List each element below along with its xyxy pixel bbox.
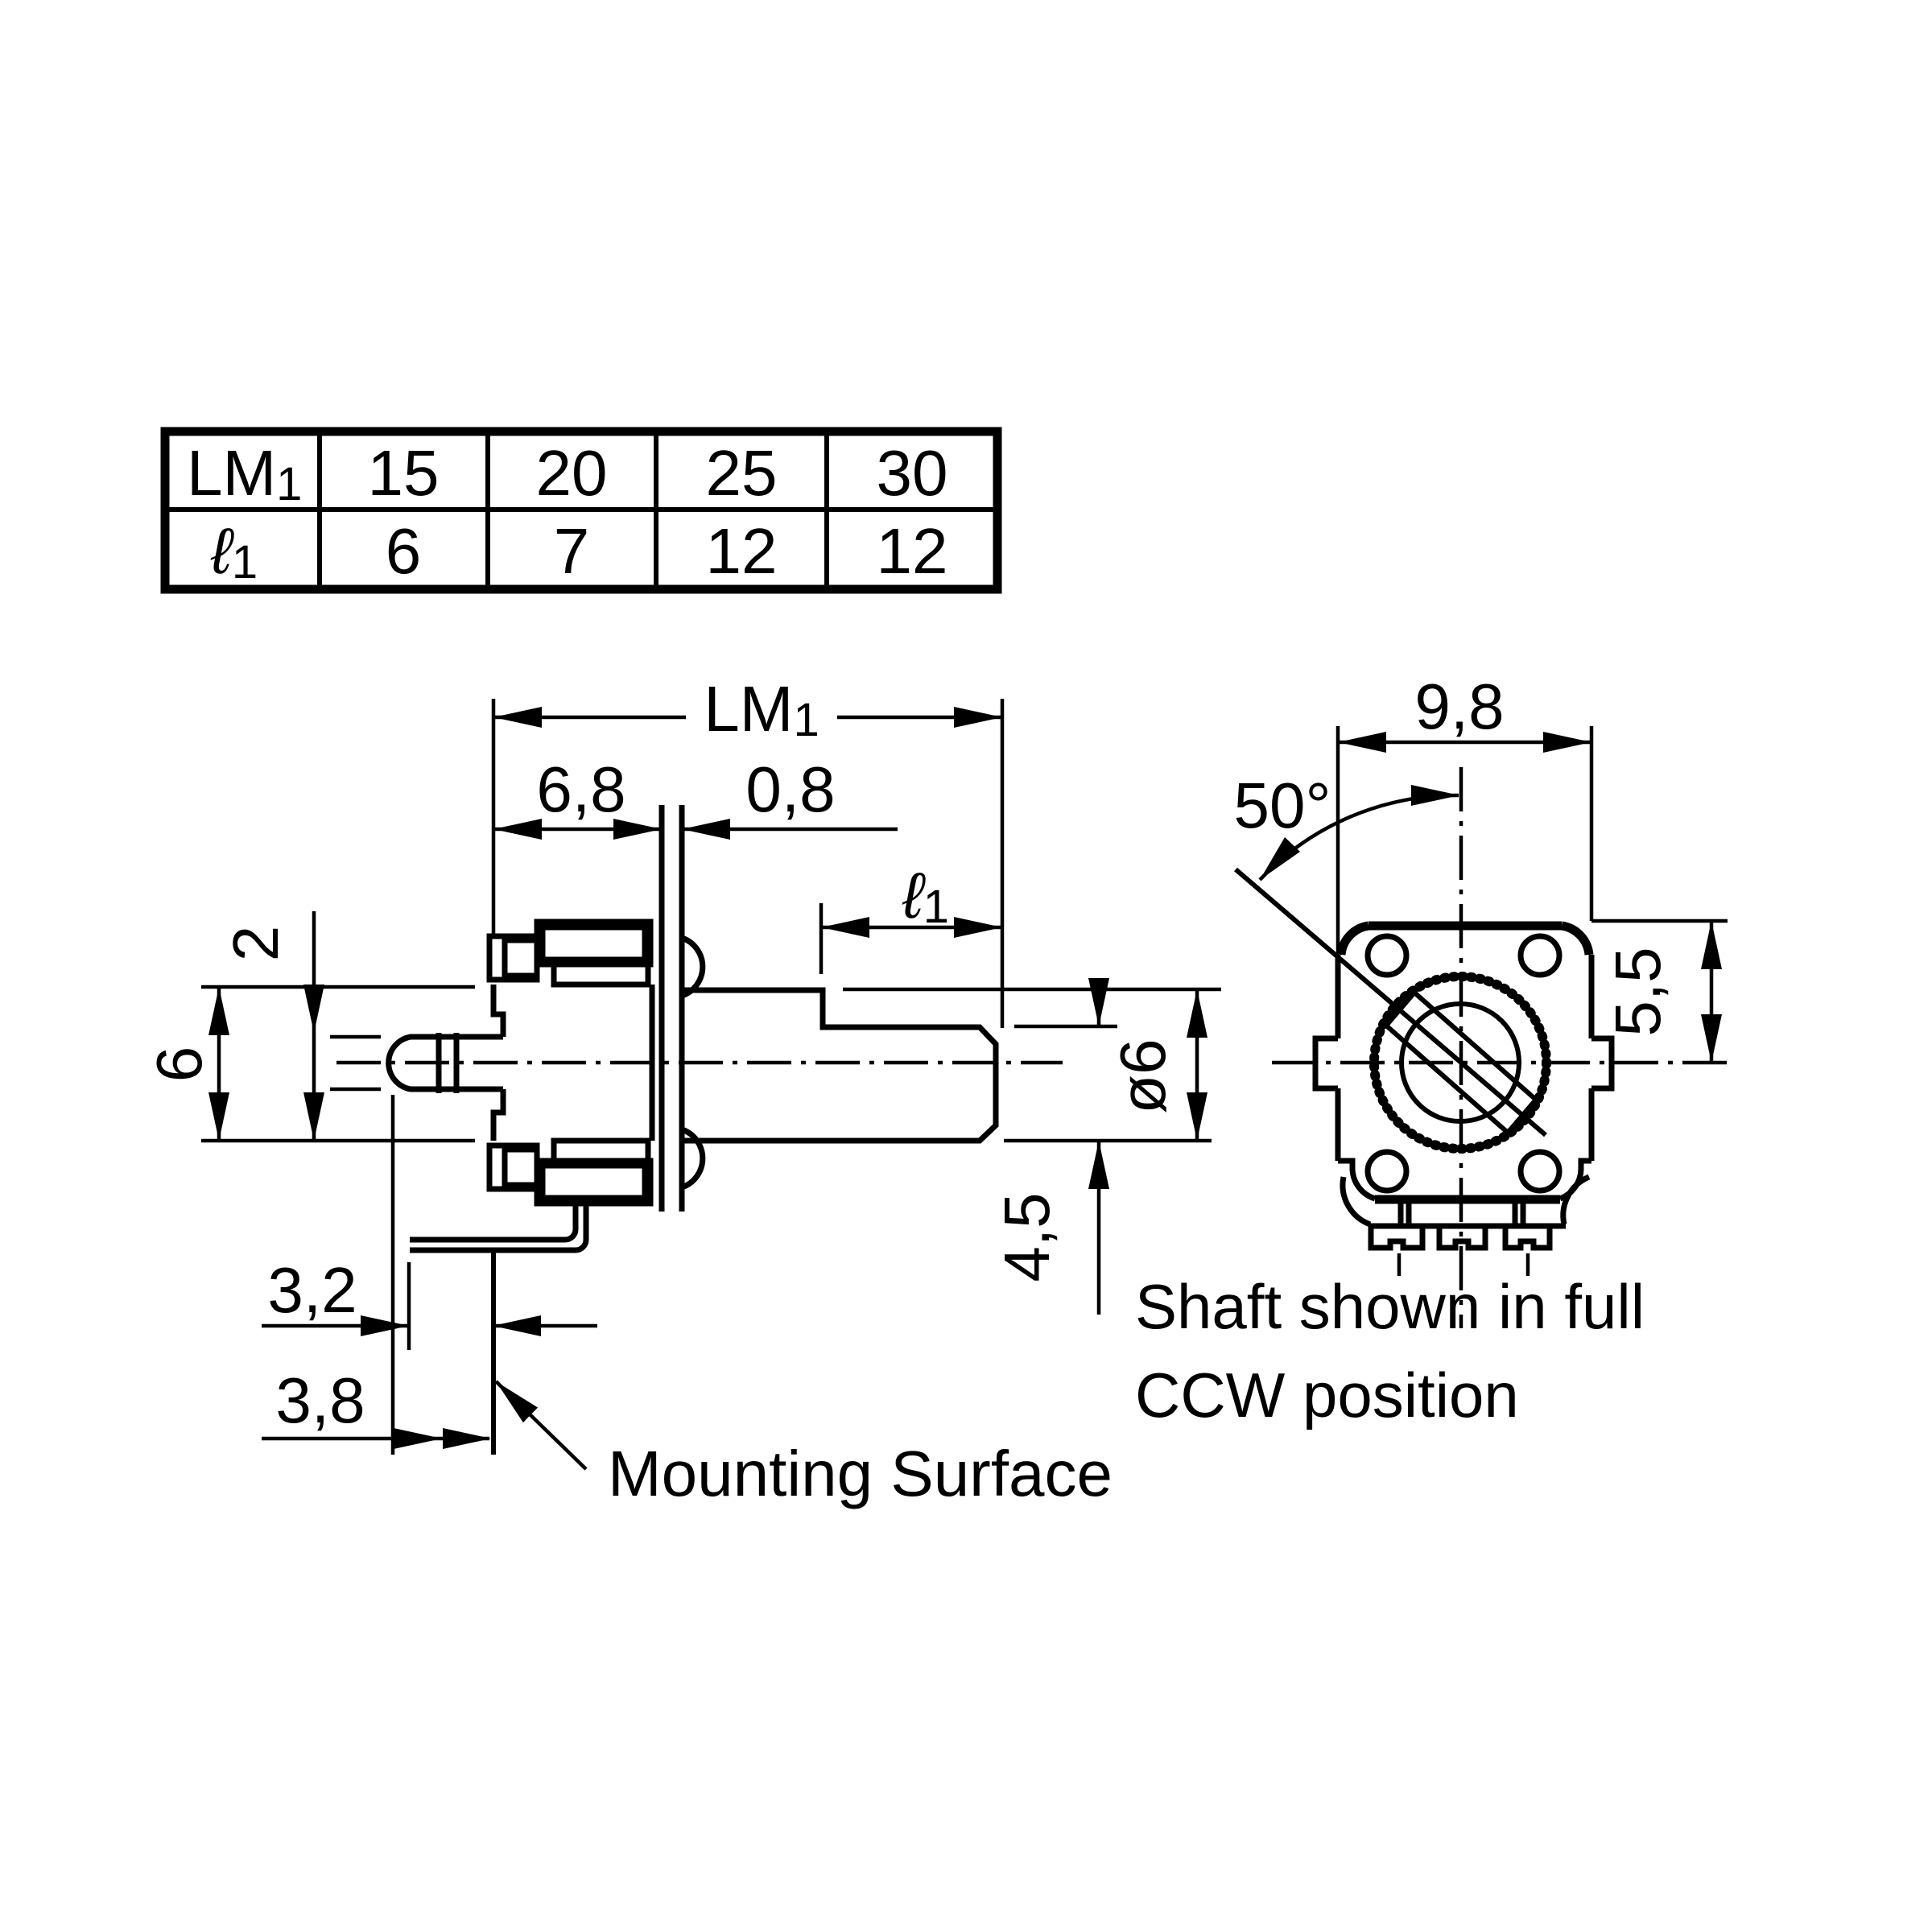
screwdriver-slot [1382, 989, 1540, 1137]
dim-label-dia6: ø6 [1107, 1038, 1179, 1113]
table-l1-6: 6 [386, 515, 422, 587]
dimension-table: LM1 15 20 25 30 ℓ1 6 7 12 12 [160, 427, 1002, 594]
dim-label-9-8: 9,8 [1414, 671, 1504, 742]
front-view: 9,8 50° 5,5 Shaft shown in full CCW posi… [1135, 671, 1728, 1430]
note-shaft-line1: Shaft shown in full [1135, 1271, 1645, 1342]
dim-label-5-5: 5,5 [1602, 947, 1674, 1036]
mounting-surface-label: Mounting Surface [608, 1438, 1113, 1509]
table-lm1-30: 30 [877, 437, 948, 509]
table-lm1-20: 20 [536, 437, 608, 509]
dim-label-6-8: 6,8 [536, 753, 625, 825]
table-lm1-25: 25 [706, 437, 778, 509]
table-lm1-15: 15 [368, 437, 440, 509]
dim-label-lm1: LM1 [704, 673, 819, 746]
shaft-end-circle [1399, 1001, 1521, 1124]
note-shaft-line2: CCW position [1135, 1360, 1519, 1430]
shaft-outline [682, 987, 999, 1144]
corner-hole [1364, 1149, 1410, 1194]
dim-label-3-2: 3,2 [267, 1254, 357, 1326]
table-l1-12a: 12 [706, 515, 778, 587]
dim-label-4-5: 4,5 [991, 1192, 1063, 1282]
dim-label-3-8: 3,8 [275, 1364, 365, 1436]
bushing-knurled-ring [1369, 972, 1551, 1154]
dim-label-50deg: 50° [1234, 770, 1331, 841]
corner-hole [1517, 1149, 1563, 1194]
dim-label-0-8: 0,8 [745, 753, 835, 825]
table-l1-12b: 12 [877, 515, 948, 587]
table-l1-7: 7 [554, 515, 590, 587]
table-header-l1: ℓ1 [210, 515, 258, 588]
dim-label-2: 2 [220, 926, 291, 962]
corner-hole [1364, 933, 1410, 978]
corner-hole [1517, 933, 1563, 978]
dim-label-6: 6 [143, 1046, 215, 1083]
dim-label-l1: ℓ1 [902, 860, 949, 933]
table-header-lm1: LM1 [187, 437, 302, 510]
side-view: LM1 6,8 0,8 ℓ1 2 6 ø6 4,5 [143, 673, 1221, 1509]
slot-direction-line [1234, 867, 1547, 1137]
